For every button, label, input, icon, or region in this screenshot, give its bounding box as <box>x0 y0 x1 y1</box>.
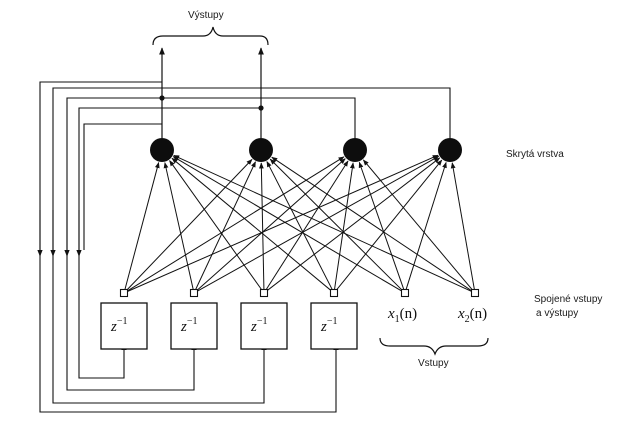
joined-io-label-line2: a výstupy <box>536 308 578 319</box>
edge-input-3-to-neuron-2 <box>258 162 265 290</box>
hidden-neuron-2 <box>249 138 273 162</box>
output-arrows <box>159 47 264 138</box>
inputs-brace <box>379 337 489 356</box>
hidden-neuron-4 <box>438 138 462 162</box>
edge-input-4-to-neuron-4 <box>336 159 443 291</box>
edge-input-4-to-neuron-2 <box>266 161 333 290</box>
delay-unit-exponent: −1 <box>117 316 128 327</box>
edge-input-6-to-neuron-3 <box>362 159 473 291</box>
edge-input-6-to-neuron-2 <box>271 156 472 292</box>
input-node-4 <box>329 288 339 298</box>
edge-input-2-to-neuron-1 <box>163 162 194 290</box>
edge-input-4-to-neuron-1 <box>171 157 332 291</box>
delay-unit-exponent: −1 <box>257 316 268 327</box>
fully-connected-edges <box>124 154 475 292</box>
edge-input-3-to-neuron-3 <box>265 160 349 290</box>
edge-input-6-to-neuron-4 <box>450 162 475 290</box>
input-node-3 <box>259 288 269 298</box>
input-var: x <box>457 306 465 322</box>
delay-unit-var: z <box>180 319 187 335</box>
edge-input-5-to-neuron-3 <box>358 161 405 290</box>
edge-input-5-to-neuron-4 <box>405 161 447 290</box>
edge-input-2-to-neuron-2 <box>195 161 256 290</box>
delay-unit-3: z−1 <box>240 302 288 350</box>
edge-input-4-to-neuron-3 <box>334 162 355 290</box>
edge-input-2-to-neuron-3 <box>196 158 346 291</box>
input-node-6 <box>470 288 480 298</box>
delay-unit-var: z <box>320 319 327 335</box>
delay-unit-var: z <box>110 319 117 335</box>
feedback-downward-arrows <box>37 210 82 257</box>
feedback-loop-5 <box>83 123 162 250</box>
edge-input-2-to-neuron-4 <box>197 155 440 292</box>
feedback-loop-1 <box>39 81 339 413</box>
edge-input-1-to-neuron-3 <box>127 156 345 292</box>
hidden-neuron-3 <box>343 138 367 162</box>
edge-input-5-to-neuron-2 <box>269 158 403 291</box>
outputs-brace <box>152 26 269 46</box>
delay-unit-exponent: −1 <box>187 316 198 327</box>
feedback-loop-2 <box>52 87 451 404</box>
outputs-label: Výstupy <box>188 10 224 21</box>
input-node-5 <box>400 288 410 298</box>
hidden-layer-label: Skrytá vrstva <box>506 149 564 160</box>
hidden-neuron-1 <box>150 138 174 162</box>
svg-text:z−1: z−1 <box>320 316 337 335</box>
edge-input-1-to-neuron-4 <box>127 154 439 292</box>
input-var: x <box>387 306 395 322</box>
delay-unit-2: z−1 <box>170 302 218 350</box>
input-node-2 <box>189 288 199 298</box>
feedback-loop-4 <box>78 107 261 379</box>
input-arg: (n) <box>470 306 488 322</box>
svg-text:z−1: z−1 <box>110 316 127 335</box>
input-arg: (n) <box>400 306 418 322</box>
delay-unit-var: z <box>250 319 257 335</box>
edge-input-3-to-neuron-4 <box>266 157 441 291</box>
input-nodes <box>119 288 480 298</box>
delay-unit-exponent: −1 <box>327 316 338 327</box>
input-label-x1: x1(n) <box>387 306 417 325</box>
delay-unit-1: z−1 <box>100 302 148 350</box>
input-index: 1 <box>395 314 400 325</box>
input-node-1 <box>119 288 129 298</box>
svg-text:z−1: z−1 <box>180 316 197 335</box>
input-index: 2 <box>465 314 470 325</box>
delay-unit-4: z−1 <box>310 302 358 350</box>
edge-input-6-to-neuron-1 <box>173 154 472 292</box>
hidden-neurons <box>150 138 462 162</box>
joined-io-label-line1: Spojené vstupy <box>534 294 602 305</box>
edge-input-3-to-neuron-1 <box>169 160 263 291</box>
edge-input-5-to-neuron-1 <box>172 156 402 292</box>
edge-input-1-to-neuron-1 <box>124 161 160 290</box>
inputs-label: Vstupy <box>418 358 449 369</box>
svg-text:z−1: z−1 <box>250 316 267 335</box>
input-label-x2: x2(n) <box>457 306 487 325</box>
